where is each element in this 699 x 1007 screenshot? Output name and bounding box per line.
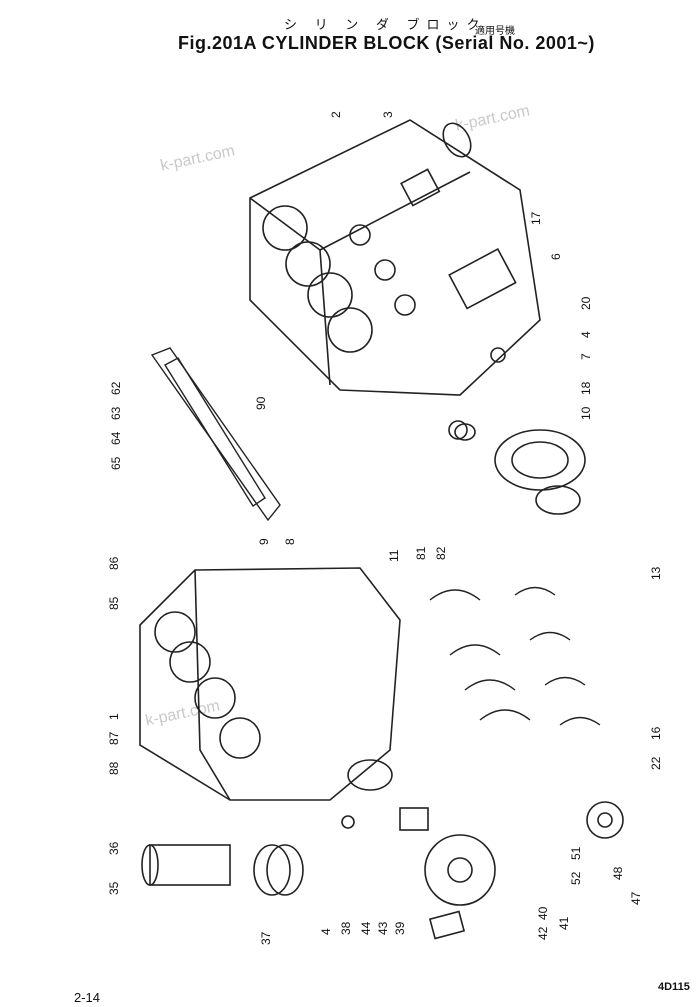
japanese-serial-label: 適用号機 bbox=[475, 26, 515, 37]
page-number: 2-14 bbox=[74, 990, 101, 1005]
callout-6: 6 bbox=[549, 253, 563, 260]
callout-16: 16 bbox=[649, 726, 663, 740]
callout-3: 3 bbox=[381, 111, 395, 118]
oil-pan-gasket bbox=[150, 347, 281, 522]
block-upper-view bbox=[249, 119, 541, 440]
callout-11: 11 bbox=[387, 549, 401, 562]
main-bearing-shells bbox=[429, 586, 601, 726]
callout-4: 4 bbox=[579, 331, 593, 338]
callout-86: 86 bbox=[107, 556, 121, 570]
callout-22: 22 bbox=[649, 756, 663, 770]
callout-39: 39 bbox=[393, 921, 407, 935]
callout-87: 87 bbox=[107, 731, 121, 745]
drawing-code: 4D115 bbox=[658, 981, 690, 993]
callout-40: 40 bbox=[536, 906, 550, 920]
callout-labels: 2 3 17 6 20 4 7 18 10 62 63 64 65 90 86 … bbox=[107, 111, 663, 945]
callout-52: 52 bbox=[569, 871, 583, 885]
callout-10: 10 bbox=[579, 406, 593, 420]
callout-18: 18 bbox=[579, 381, 593, 395]
callout-90: 90 bbox=[254, 396, 268, 410]
callout-17: 17 bbox=[529, 211, 543, 225]
callout-7: 7 bbox=[579, 353, 593, 360]
rear-cover-assembly bbox=[454, 423, 586, 515]
callout-62: 62 bbox=[109, 381, 123, 395]
callout-88: 88 bbox=[107, 761, 121, 775]
callout-38: 38 bbox=[339, 921, 353, 935]
callout-9: 9 bbox=[257, 538, 271, 545]
callout-1: 1 bbox=[107, 713, 121, 720]
callout-36: 36 bbox=[107, 841, 121, 855]
callout-13: 13 bbox=[649, 566, 663, 580]
callout-20: 20 bbox=[579, 296, 593, 310]
callout-43: 43 bbox=[376, 921, 390, 935]
callout-47: 47 bbox=[629, 891, 643, 905]
gears bbox=[424, 801, 624, 940]
callout-64: 64 bbox=[109, 431, 123, 445]
japanese-title: シ リ ン ダ ブロック bbox=[284, 17, 487, 32]
callout-8: 8 bbox=[283, 538, 297, 545]
cylinder-liner bbox=[141, 844, 304, 896]
callout-2: 2 bbox=[329, 111, 343, 118]
figure-title: Fig.201A CYLINDER BLOCK (Serial No. 2001… bbox=[178, 33, 595, 53]
callout-42: 42 bbox=[536, 926, 550, 940]
callout-44: 44 bbox=[359, 921, 373, 935]
callout-4b: 4 bbox=[319, 928, 333, 935]
callout-48: 48 bbox=[611, 866, 625, 880]
callout-37: 37 bbox=[259, 931, 273, 945]
block-lower-view bbox=[139, 567, 429, 831]
callout-41: 41 bbox=[557, 916, 571, 930]
callout-85: 85 bbox=[107, 596, 121, 610]
callout-35: 35 bbox=[107, 881, 121, 895]
callout-81: 81 bbox=[414, 546, 428, 560]
callout-63: 63 bbox=[109, 406, 123, 420]
callout-82: 82 bbox=[434, 546, 448, 560]
callout-65: 65 bbox=[109, 456, 123, 470]
callout-51: 51 bbox=[569, 846, 583, 860]
